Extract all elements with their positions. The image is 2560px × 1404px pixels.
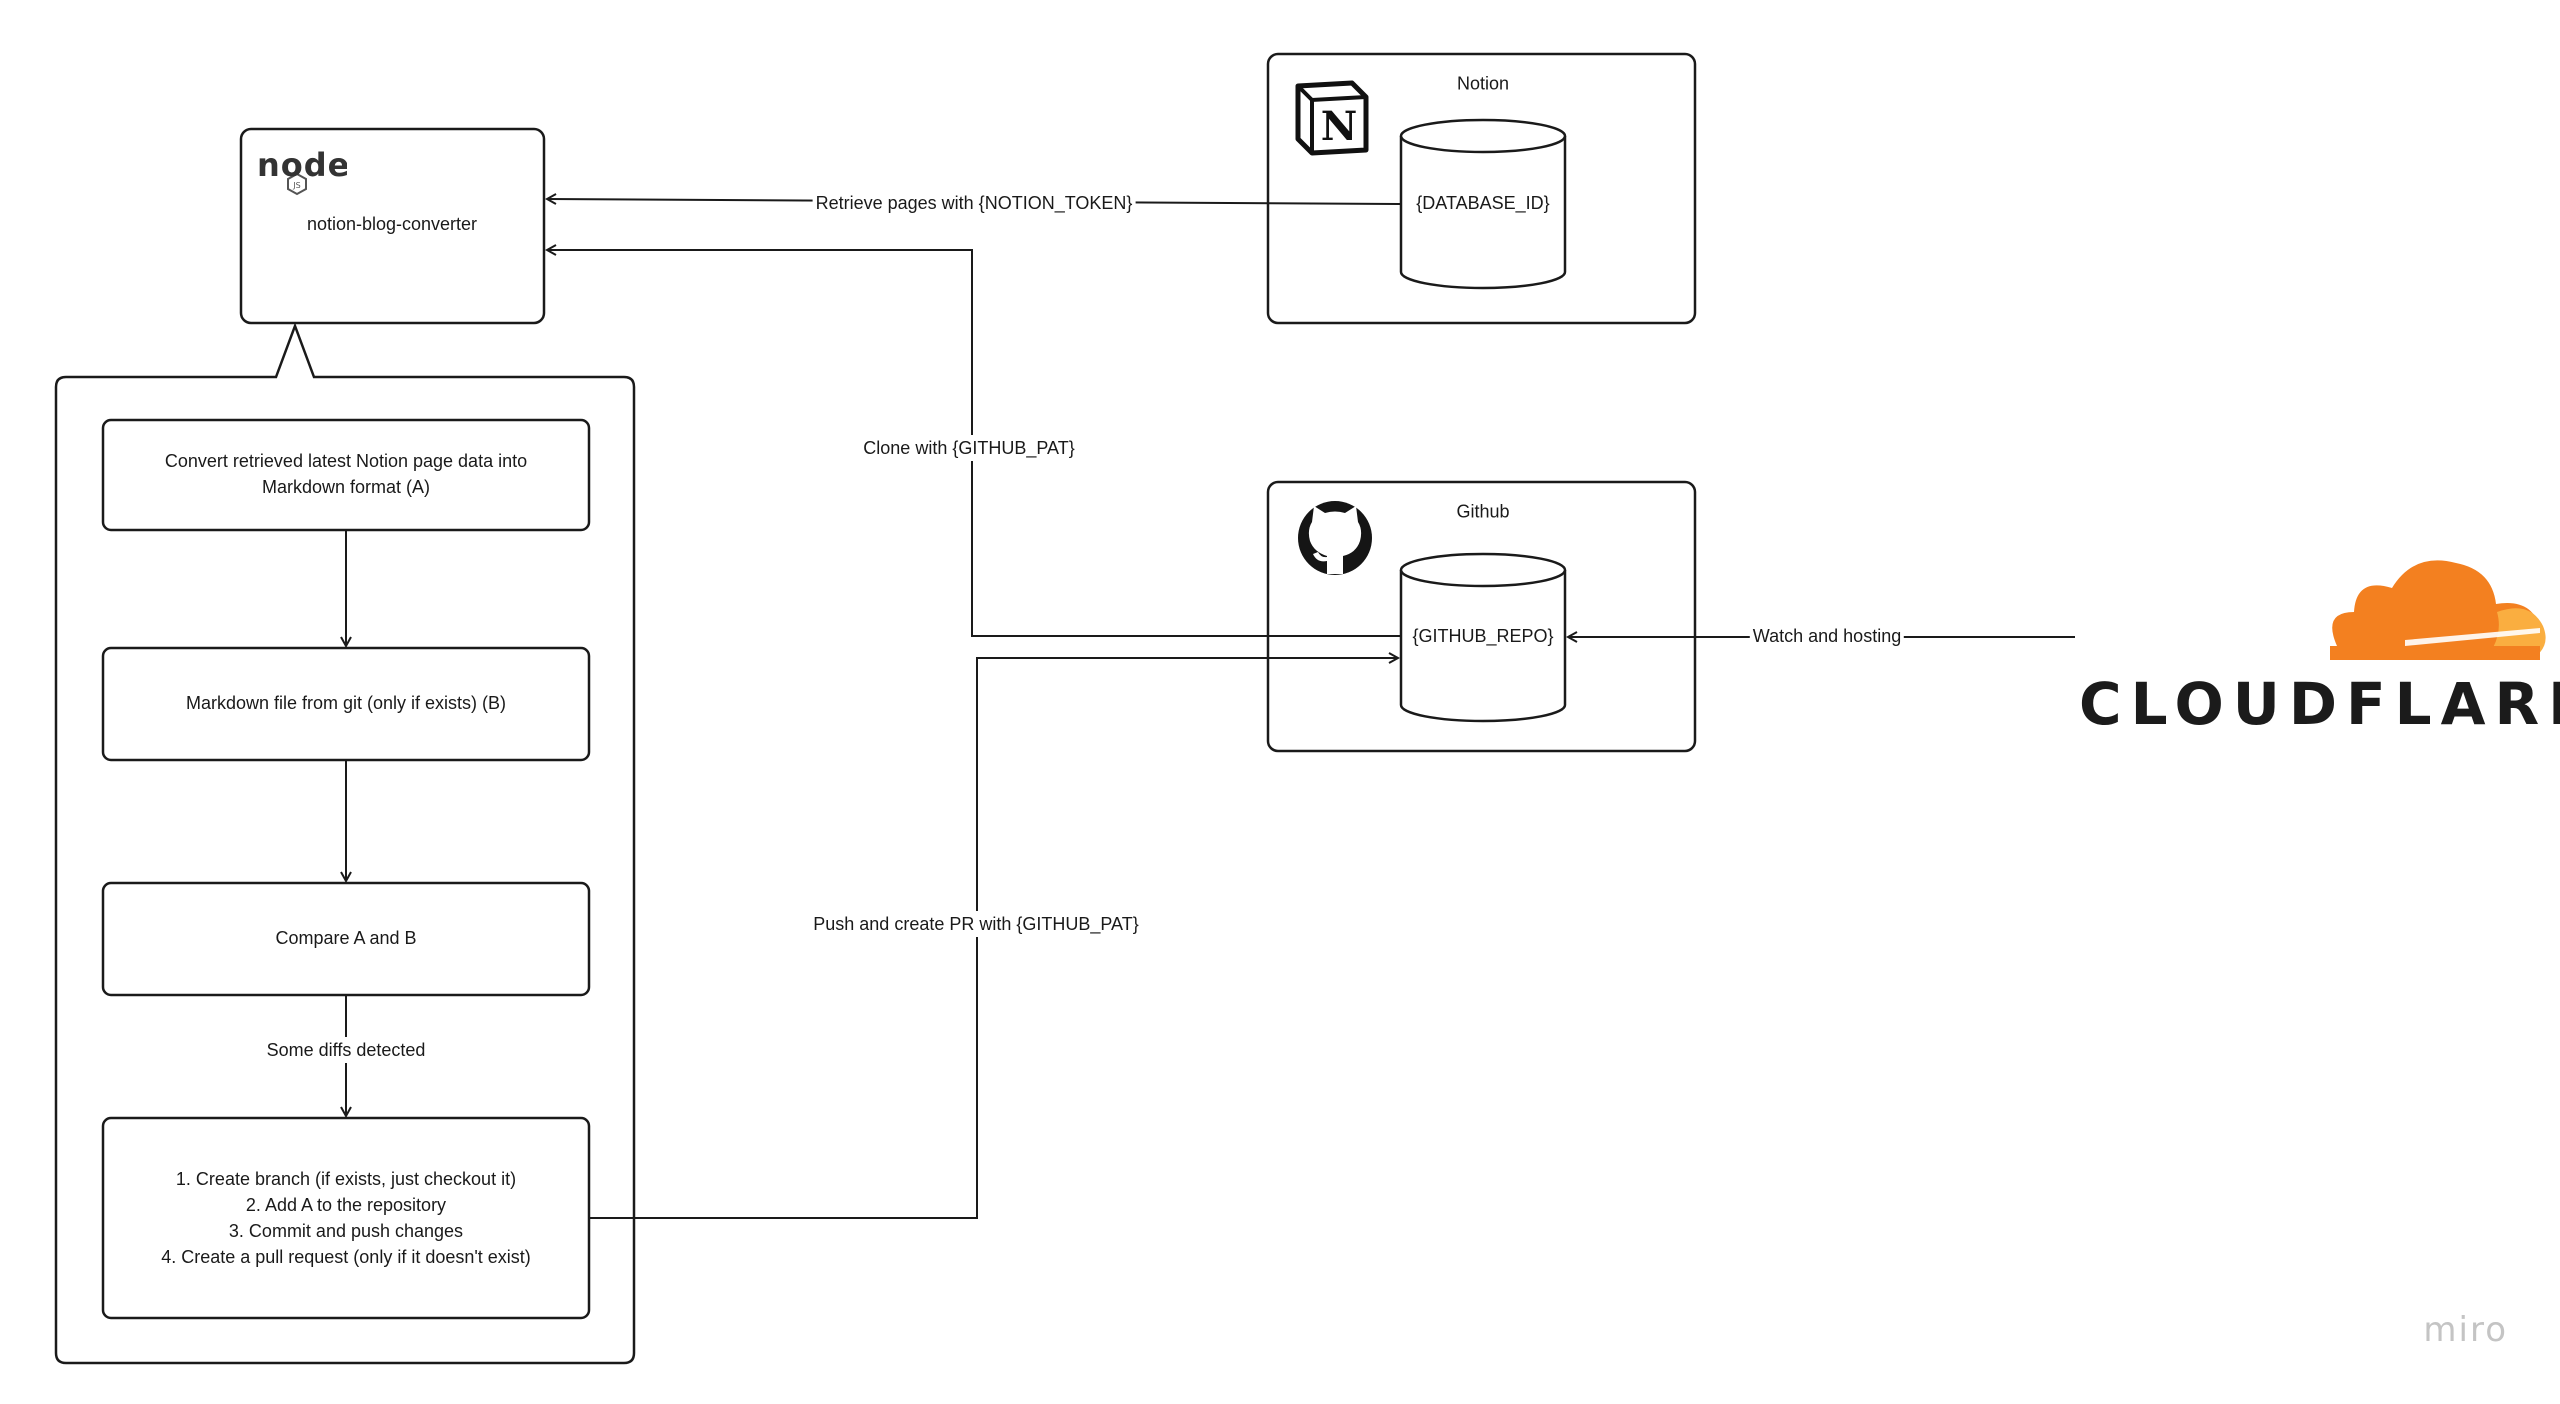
step-1-text: Convert retrieved latest Notion page dat… xyxy=(164,451,528,497)
edge-push xyxy=(589,658,1398,1219)
github-repo-cylinder[interactable] xyxy=(1399,552,1567,723)
step-2-text: Markdown file from git (only if exists) … xyxy=(185,693,507,713)
miro-watermark: miro xyxy=(2423,1310,2508,1350)
svg-text:node: node xyxy=(257,150,347,184)
node-js-logo: node xyxy=(257,150,347,184)
edge-label-diffs: Some diffs detected xyxy=(263,1037,429,1063)
notion-database-cylinder[interactable] xyxy=(1399,118,1567,290)
step-4-text: 1. Create branch (if exists, just checko… xyxy=(161,1169,531,1267)
cloudflare-cloud-icon xyxy=(2330,560,2546,660)
converter-label: notion-blog-converter xyxy=(306,214,478,234)
edge-label-watch: Watch and hosting xyxy=(1749,623,1905,649)
converter-box[interactable] xyxy=(239,127,546,325)
cloudflare-wordmark: CLOUDFLARE xyxy=(2079,670,2560,738)
edge-label-clone: Clone with {GITHUB_PAT} xyxy=(860,435,1078,461)
notion-title: Notion xyxy=(1456,73,1510,94)
notion-logo-icon: N xyxy=(1295,80,1369,156)
github-repo-label: {GITHUB_REPO} xyxy=(1412,626,1554,646)
github-logo-icon xyxy=(1298,501,1372,575)
edge-label-retrieve: Retrieve pages with {NOTION_TOKEN} xyxy=(812,190,1136,216)
github-title: Github xyxy=(1456,501,1510,522)
node-logo-icon: JS xyxy=(287,172,307,196)
notion-database-label: {DATABASE_ID} xyxy=(1416,193,1550,213)
notion-logo-letter: N xyxy=(1321,103,1358,150)
edge-label-push: Push and create PR with {GITHUB_PAT} xyxy=(810,911,1142,937)
step-3-text: Compare A and B xyxy=(275,928,417,948)
svg-text:JS: JS xyxy=(292,181,300,190)
